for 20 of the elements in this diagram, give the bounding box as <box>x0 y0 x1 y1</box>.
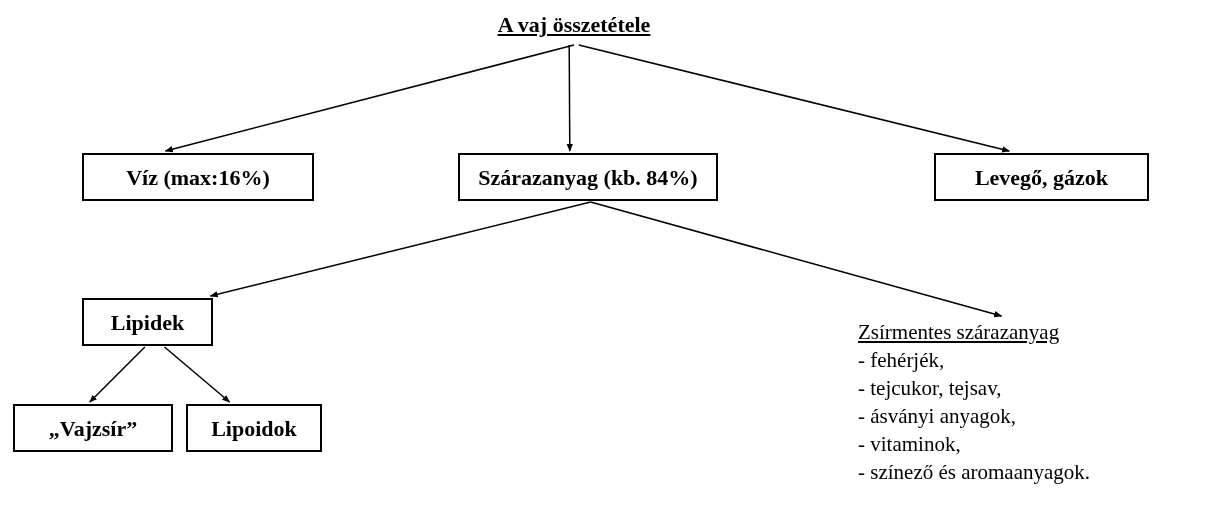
list-item: - fehérjék, <box>858 347 945 374</box>
process-box: „Vajzsír” <box>13 404 173 452</box>
heading-text: A vaj összetétele <box>497 11 651 39</box>
arrow <box>209 201 592 298</box>
process-box: Lipoidok <box>186 404 322 452</box>
arrow <box>89 346 146 403</box>
list-item: - ásványi anyagok, <box>858 403 1017 430</box>
list-item: - tejcukor, tejsav, <box>858 375 1002 402</box>
arrow <box>163 346 231 403</box>
arrow <box>589 201 1003 318</box>
process-box: Szárazanyag (kb. 84%) <box>458 153 718 201</box>
list-item: - vitaminok, <box>858 431 961 458</box>
process-box: Lipidek <box>82 298 213 346</box>
heading-text: Zsírmentes szárazanyag <box>858 319 1060 346</box>
arrow <box>578 44 1011 153</box>
process-box: Levegő, gázok <box>934 153 1149 201</box>
list-item: - színező és aromaanyagok. <box>858 459 1091 486</box>
arrow <box>164 44 575 153</box>
arrow <box>566 44 573 152</box>
process-box: Víz (max:16%) <box>82 153 314 201</box>
